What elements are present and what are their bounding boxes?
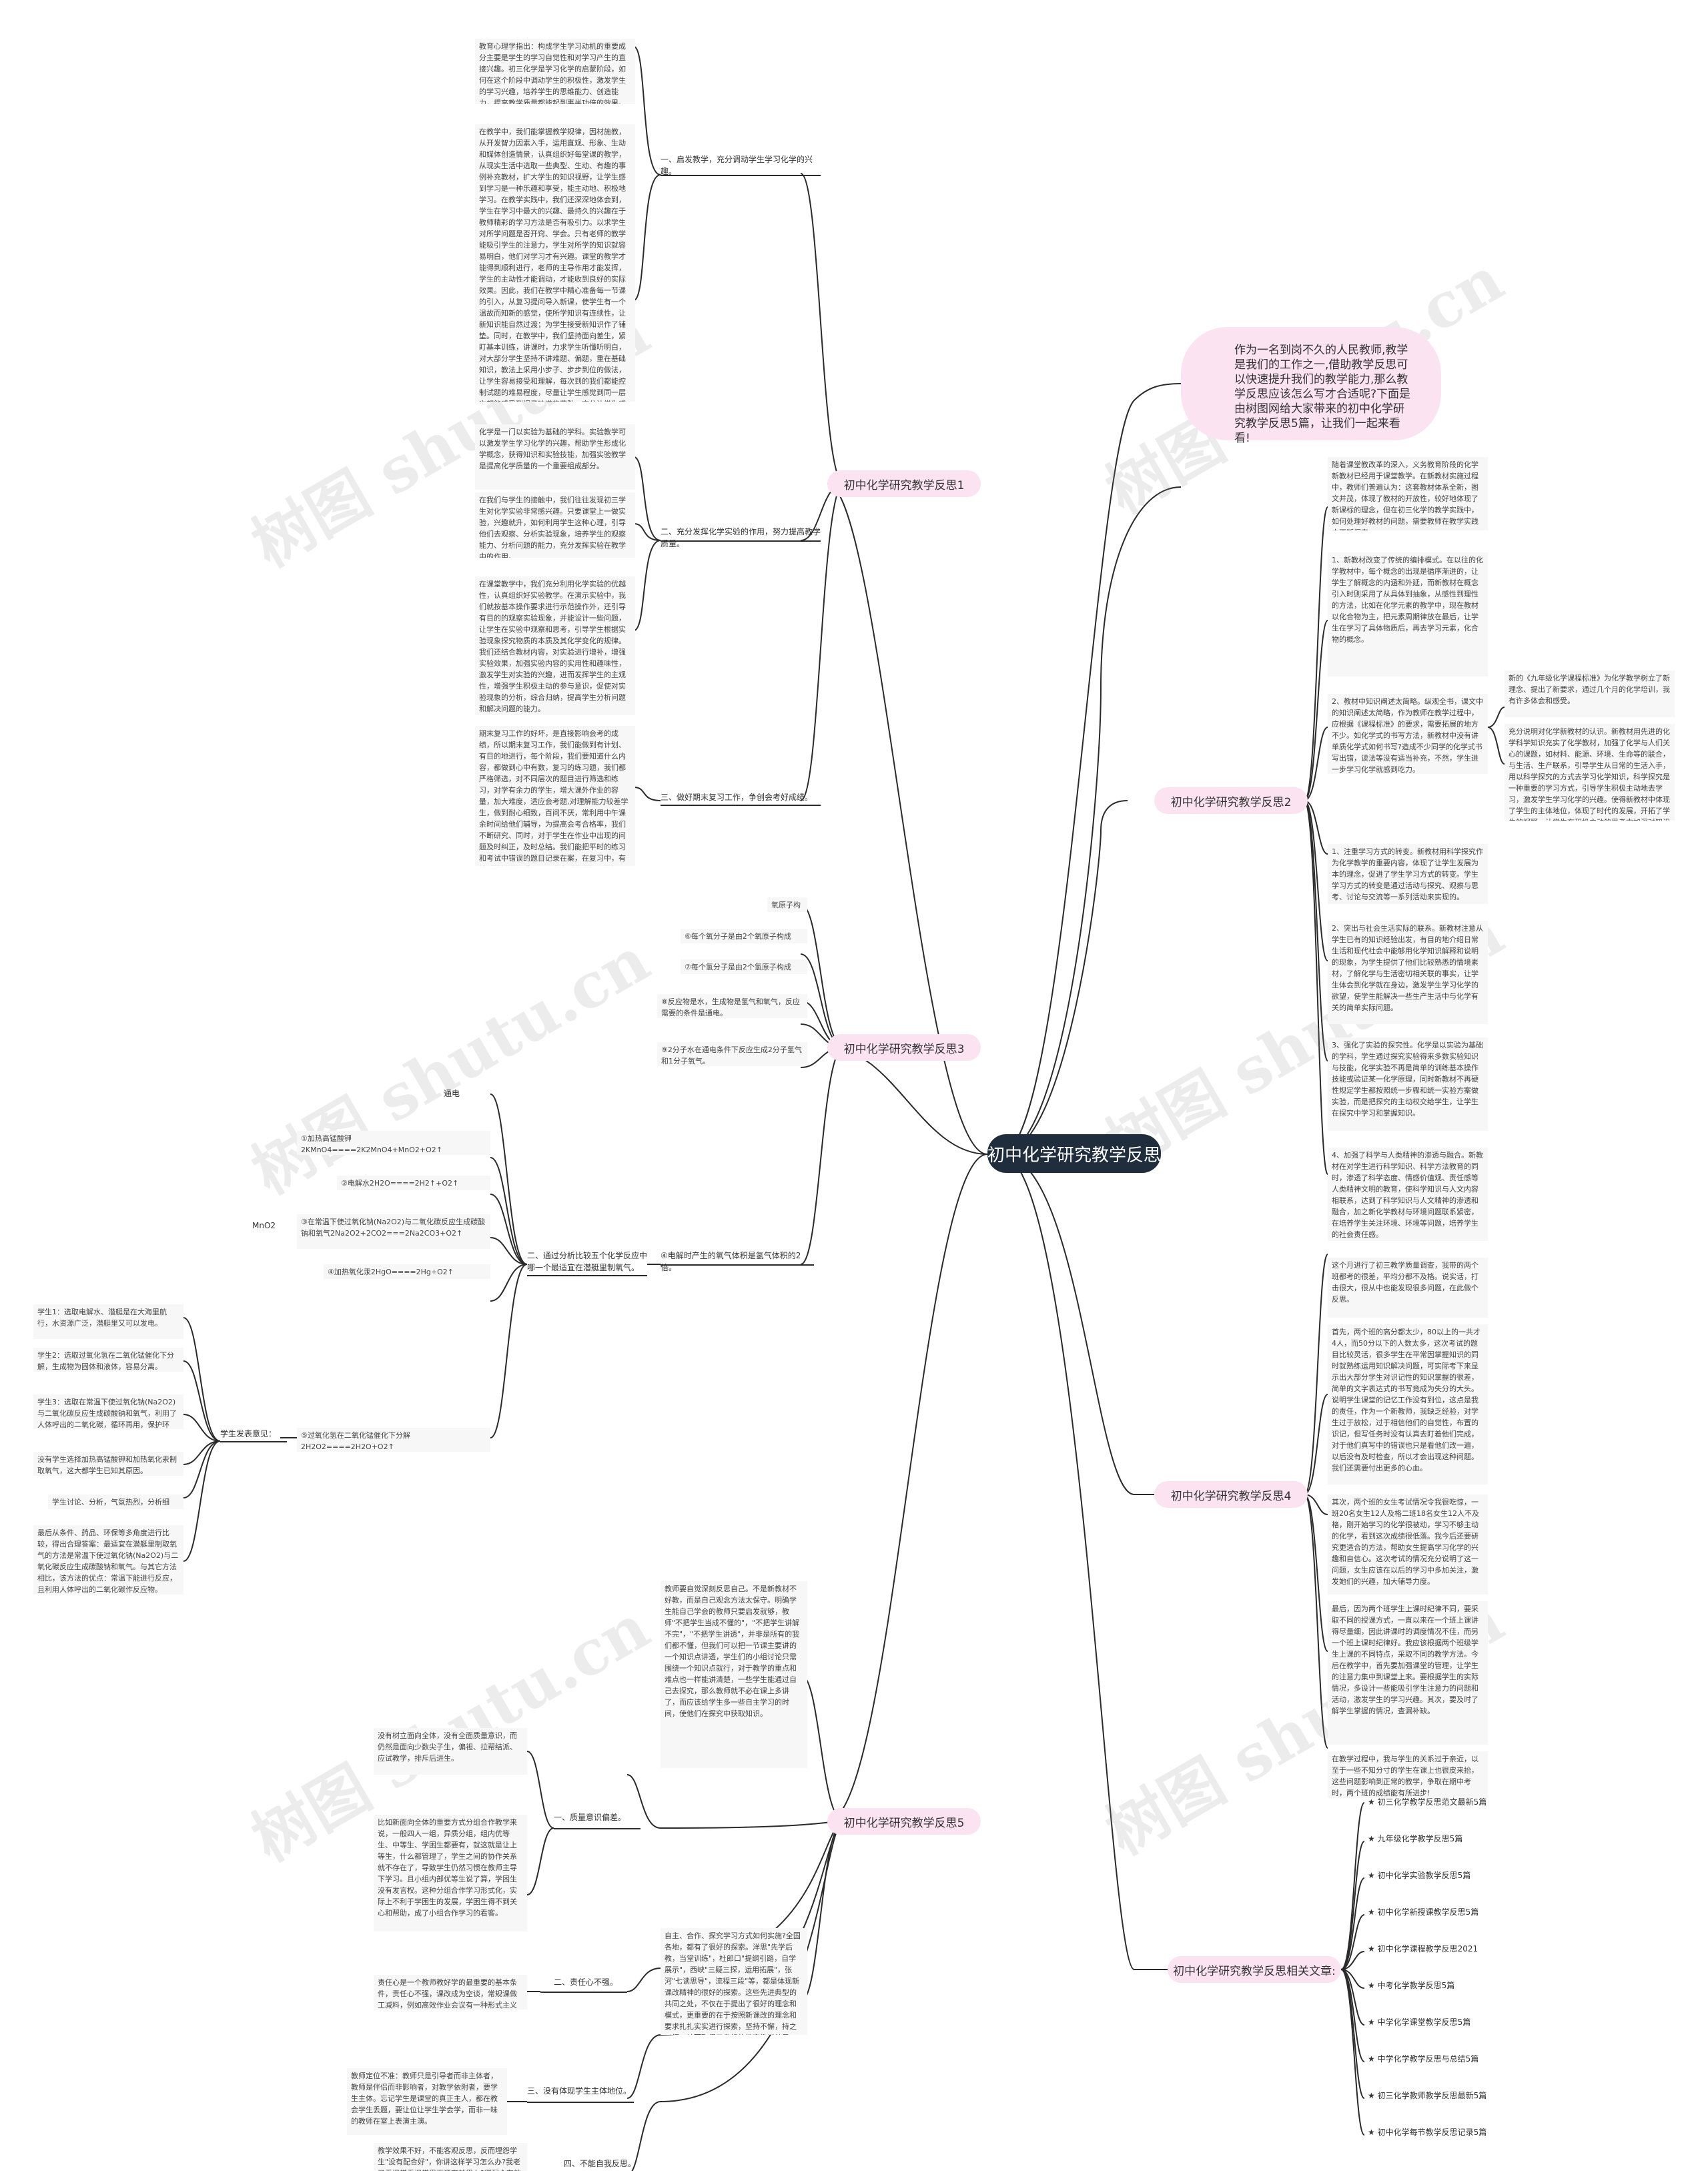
r3-opt-2: ②电解水2H2O====2H2↑+O2↑ <box>337 1176 490 1190</box>
r2-note-3b: 充分说明对化学新教材的认识。新教材用先进的化学科学知识充实了化学教材，加强了化学… <box>1505 724 1675 821</box>
r2-note-4: 1、注重学习方式的转变。新教材用科学探究作为化学教学的重要内容，体现了让学生发展… <box>1328 844 1488 904</box>
r4-note-3: 其次，两个班的女生考试情况令我很吃惊，一班20名女生12人及格二班18名女生12… <box>1328 1494 1488 1595</box>
r3-note-top: 氧原子构成。 <box>767 897 807 912</box>
related-article-7[interactable]: ★ 中学化学课堂教学反思5篇 <box>1368 2018 1471 2027</box>
r2-note-2: 1、新教材改变了传统的编排模式。在以往的化学教材中，每个概念的出现是循序渐进的，… <box>1328 552 1488 677</box>
r5-section-1-label[interactable]: 一、质量意识偏差。 <box>554 1813 626 1822</box>
r3-student-3: 学生3：选取在常温下使过氧化钠(Na2O2)与二氧化碳反应生成碳酸钠和氧气，利用… <box>33 1394 183 1429</box>
r1-section-1-label[interactable]: 一、启发教学，充分调动学生学习化学的兴趣。 <box>661 155 813 176</box>
r5-s1-note-1: 没有树立面向全体，没有全面质量意识，而仍然是面向少数尖子生，偏袒、拉帮结派、应试… <box>374 1728 527 1775</box>
r1-s2-note-1: 化学是一门以实验为基础的学科。实验教学可以激发学生学习化学的兴趣，帮助学生形成化… <box>475 424 635 490</box>
r5-s5-note-1: 自主、合作、探究学习方式如何实施?全国各地，都有了很好的探索。洋思"先学后教，当… <box>661 1928 807 2035</box>
branch-reflection-1[interactable]: 初中化学研究教学反思1 <box>827 470 981 497</box>
branch-reflection-5[interactable]: 初中化学研究教学反思5 <box>827 1808 981 1835</box>
r4-note-4: 最后，因为两个班学生上课时纪律不同，要采取不同的授课方式，一直以来在一个班上课讲… <box>1328 1601 1488 1745</box>
r1-s2-note-3: 在课堂教学中，我们充分利用化学实验的优越性，认真组织好实验教学。在演示实验中，我… <box>475 576 635 715</box>
branch-related-articles[interactable]: 初中化学研究教学反思相关文章: <box>1168 1956 1341 1983</box>
r3-student-5: 学生讨论、分析，气氛热烈，分析细致。 <box>48 1494 183 1509</box>
r5-section-3-label[interactable]: 三、没有体现学生主体地位。 <box>527 2086 632 2096</box>
related-article-1[interactable]: ★ 初三化学教学反思范文最新5篇 <box>1368 1797 1487 1807</box>
r1-s2-underline <box>661 540 821 542</box>
related-article-3[interactable]: ★ 初中化学实验教学反思5篇 <box>1368 1871 1471 1880</box>
r3-s2-underline <box>527 1275 647 1276</box>
r3-s2-label[interactable]: 二、通过分析比较五个化学反应中哪一个最适宜在潜艇里制氧气。 <box>527 1251 648 1272</box>
r1-s3-underline <box>661 805 821 806</box>
r3-opt-1: ①加热高锰酸钾2KMnO4====2K2MnO4+MnO2+O2↑ <box>297 1131 490 1155</box>
r5-s4-note-1: 教学效果不好，不能客观反思，反而埋怨学生"没有配合好"，你讲这样学习怎么办?我老… <box>374 2143 527 2171</box>
related-article-6[interactable]: ★ 中考化学教学反思5篇 <box>1368 1981 1455 1990</box>
r4-note-1: 这个月进行了初三教学质量调查，我带的两个班都考的很差，平均分都不及格。说实话，打… <box>1328 1258 1488 1318</box>
r5-s1-underline <box>554 1828 640 1829</box>
r5-s3-note-1: 教师定位不准：教师只是引导者而非主体者，教师是伴侣而非影响者，对教学依附者，要学… <box>347 2068 507 2135</box>
r4-note-5: 在教学过程中，我与学生的关系过于亲近，以至于一些不知分寸的学生在课上也很皮来抬，… <box>1328 1751 1488 1798</box>
r3-student-underline <box>220 1441 287 1442</box>
related-article-9[interactable]: ★ 初三化学教师教学反思最新5篇 <box>1368 2091 1487 2100</box>
branch-reflection-2[interactable]: 初中化学研究教学反思2 <box>1154 787 1308 814</box>
r3-student-4: 没有学生选择加热高锰酸钾和加热氧化汞制取氧气，这大都学生已知其原因。 <box>33 1452 183 1476</box>
r3-mno2-label: MnO2 <box>252 1221 276 1230</box>
r5-s1-note-2: 比如新面向全体的重要方式分组合作教学来说，一般四人一组，异质分组，组内优等生、中… <box>374 1815 527 1931</box>
r1-s1-note-1: 教育心理学指出：构成学生学习动机的重要成分主要是学生的学习自觉性和对学习产生的直… <box>475 39 635 104</box>
r1-s1-underline <box>661 175 821 176</box>
r5-s3-underline <box>527 2102 634 2103</box>
r5-intro-note: 教师要自觉深刻反思自己。不是新教材不好教，而是自己观念方法太保守。明确学生能自己… <box>661 1581 807 1768</box>
r3-note-1: ⑥每个氧分子是由2个氧原子构成的。 <box>681 929 807 943</box>
r3-opt-top: 通电 <box>444 1089 460 1098</box>
r3-opt-3: ③在常温下使过氧化钠(Na2O2)与二氧化碳反应生成碳酸钠和氧气2Na2O2+2… <box>297 1214 490 1249</box>
r1-s2-note-2: 在我们与学生的接触中，我们往往发现初三学生对化学实验非常感兴趣。只要课堂上一做实… <box>475 492 635 558</box>
related-article-8[interactable]: ★ 中学化学教学反思与总结5篇 <box>1368 2054 1479 2064</box>
r3-opt-5: ⑤过氧化氢在二氧化锰催化下分解2H2O2====2H2O+O2↑ <box>297 1428 490 1452</box>
r2-note-5: 2、突出与社会生活实际的联系。新教材注意从学生已有的知识经验出发，有目的地介绍日… <box>1328 921 1488 1024</box>
r3-opt-4: ④加热氧化汞2HgO====2Hg+O2↑ <box>324 1264 490 1279</box>
r3-student-2: 学生2：选取过氧化氢在二氧化锰催化下分解，生成物为固体和液体，容易分离。 <box>33 1348 183 1372</box>
related-article-5[interactable]: ★ 初中化学课程教学反思2021 <box>1368 1944 1478 1953</box>
r5-section-4-label[interactable]: 四、不能自我反思。 <box>564 2159 636 2168</box>
related-article-2[interactable]: ★ 九年级化学教学反思5篇 <box>1368 1834 1463 1843</box>
r3-note-2: ⑦每个氢分子是由2个氢原子构成的。 <box>681 959 807 974</box>
r3-c1-underline <box>661 1264 814 1266</box>
branch-reflection-3[interactable]: 初中化学研究教学反思3 <box>827 1034 981 1061</box>
r5-section-2-label[interactable]: 二、责任心不强。 <box>554 1978 618 1987</box>
r3-section-2-label[interactable]: ④电解时产生的氧气体积是氢气体积的2倍。 <box>661 1251 801 1272</box>
r2-note-6: 3、强化了实验的探究性。化学是以实验为基础的学科，学生通过探究实验得来多数实验知… <box>1328 1037 1488 1131</box>
r2-note-1: 随着课堂教改革的深入，义务教育阶段的化学新教材已经用于课堂教学。在新教材实施过程… <box>1328 457 1488 530</box>
r2-note-3: 2、教材中知识阐述太简略。纵观全书，课文中的知识阐述太简略，作为教师在教学过程中… <box>1328 694 1488 774</box>
r3-student-6: 最后从条件、药品、环保等多角度进行比较，得出合理答案：最适宜在潜艇里制取氧气的方… <box>33 1525 183 1595</box>
r1-section-3-label[interactable]: 三、做好期末复习工作，争创会考好成绩。 <box>661 793 813 802</box>
r2-note-7: 4、加强了科学与人类精神的渗透与融合。新教材在对学生进行科学知识、科学方法教育的… <box>1328 1148 1488 1241</box>
r2-note-3a: 新的《九年级化学课程标准》为化学教学树立了新理念、提出了新要求，通过几个月的化学… <box>1505 671 1675 717</box>
branch-reflection-4[interactable]: 初中化学研究教学反思4 <box>1154 1481 1308 1508</box>
r3-note-3: ⑧反应物是水，生成物是氢气和氧气，反应需要的条件是通电。 <box>657 994 807 1018</box>
r1-section-2-label[interactable]: 二、充分发挥化学实验的作用，努力提高教学质量。 <box>661 527 821 548</box>
r3-student-label[interactable]: 学生发表意见： <box>220 1429 277 1438</box>
r5-s2-underline <box>540 1992 627 1993</box>
r3-student-1: 学生1：选取电解水、潜艇是在大海里航行，水资源广泛，潜艇里又可以发电。 <box>33 1304 183 1339</box>
related-article-4[interactable]: ★ 初中化学新授课教学反思5篇 <box>1368 1907 1479 1917</box>
intro-bubble[interactable]: 作为一名到岗不久的人民教师,教学是我们的工作之一,借助教学反思可以快速提升我们的… <box>1181 327 1441 445</box>
r1-s1-note-2: 在教学中，我们能掌握教学规律，因材施教，从开发智力因素入手，运用直观、形象、生动… <box>475 124 635 402</box>
r4-note-2: 首先，两个班的高分都太少，80以上的一共才4人，而50分以下的人数太多，这次考试… <box>1328 1324 1488 1484</box>
root-node[interactable]: 初中化学研究教学反思 <box>987 1134 1161 1173</box>
r5-s2-note-1: 责任心是一个教师教好学的最重要的基本条件，责任心不强，课改成为空谈，常规课做工减… <box>374 1975 527 2010</box>
r3-note-4: ⑨2分子水在通电条件下反应生成2分子氢气和1分子氧气。 <box>657 1042 807 1066</box>
related-article-10[interactable]: ★ 初中化学每节教学反思记录5篇 <box>1368 2128 1487 2137</box>
r1-s3-note-1: 期末复习工作的好坏，是直接影响会考的成绩，所以期末复习工作，我们能做到有计划、有… <box>475 726 635 866</box>
